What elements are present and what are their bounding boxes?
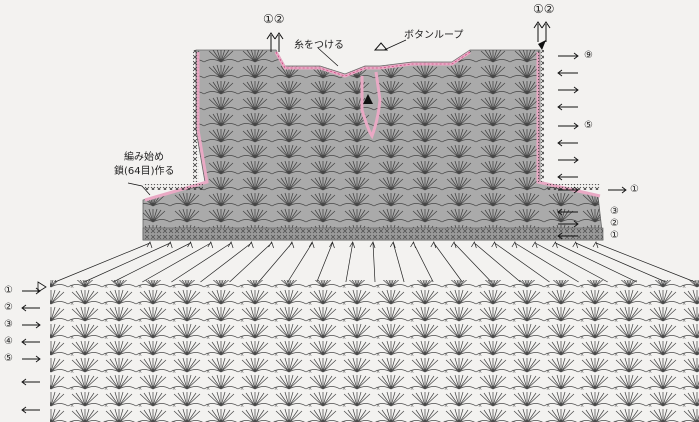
row-number-label: ③ [610,206,619,217]
row-direction-arrow [22,321,41,329]
row-number-label: ④ [4,336,13,347]
left-row-arrows [21,287,41,414]
expansion-line [572,241,667,283]
row-number-label: ② [610,218,619,229]
row-direction-arrow [557,103,578,111]
leader-line [317,47,339,67]
lower-fan-section [50,280,699,422]
pink-button-loop [360,71,382,140]
yoke-fan-stitches [143,50,603,240]
right-row-arrows [557,52,627,240]
row-direction-arrow [558,220,579,228]
up-arrow-icon [533,21,551,42]
button-loop-label: ボタンループ [404,30,464,41]
expansion-line [389,241,405,283]
up-arrow-icon [266,32,284,52]
neck-edge-stitches [275,51,471,77]
row-direction-arrow [558,186,579,194]
leader-line [383,39,407,51]
row-direction-arrow [557,173,578,181]
left-shoulder-x-stitches [143,184,203,190]
leader-line [127,182,151,196]
expansion-line [171,241,234,283]
expansion-lines [54,241,696,283]
right-shoulder-x-stitches [545,184,600,190]
expansion-line [113,241,193,283]
row-direction-arrow [22,355,41,363]
right-edge-x-stitches [538,50,544,182]
row-direction-arrow [21,406,40,414]
row-direction-arrow [557,69,578,77]
expansion-line [450,241,492,283]
row-direction-arrow [557,232,578,240]
expansion-line [410,241,434,283]
expansion-line [592,241,696,283]
start-label-line2: 鎖(64目)作る [114,166,175,177]
row-direction-arrow [558,52,579,60]
row-number-label: ② [4,302,13,313]
expansion-line [142,241,214,283]
left-start-triangle [37,281,47,293]
filled-triangle-icon [538,40,546,50]
row-number-label: ① [4,285,13,296]
expansion-line [552,241,637,283]
expansion-line [430,241,463,283]
attach-yarn-label: 糸をつける [294,40,344,51]
row-direction-arrow [557,139,578,147]
row-number-label: ⑤ [4,353,13,364]
row-direction-arrow [557,208,578,216]
expansion-line [345,241,356,283]
expansion-line [287,241,315,283]
yoke-bottom-band-stitches [143,228,603,240]
start-label-line1: 編み始め [124,152,164,163]
expansion-line [531,241,608,283]
row-number-label: ⑤ [584,120,593,131]
filled-triangle-icon [363,94,373,104]
row-number-label: ⑨ [584,50,593,61]
row-number-label: ① [630,184,639,195]
row-direction-arrow [21,378,40,386]
expansion-line [200,241,254,283]
top-left-row-marker: ①② [263,12,285,26]
expansion-line [229,241,274,283]
left-edge-x-stitches [193,50,199,182]
row-direction-arrow [558,86,579,94]
expansion-line [471,241,521,283]
expansion-line [258,241,295,283]
triangle-marker-icon [373,42,389,51]
expansion-line [54,241,153,283]
expansion-line [316,241,335,283]
top-right-row-marker: ①② [533,2,555,16]
expansion-line [491,241,550,283]
row-direction-arrow [558,156,579,164]
expansion-line [511,241,579,283]
row-number-label: ① [610,230,619,241]
row-direction-arrow [558,122,579,130]
row-direction-arrow [21,304,40,312]
expansion-line [83,241,173,283]
row-number-label: ③ [4,319,13,330]
row-direction-arrow [21,338,40,346]
row-direction-arrow [22,287,41,295]
expansion-line [369,241,376,283]
